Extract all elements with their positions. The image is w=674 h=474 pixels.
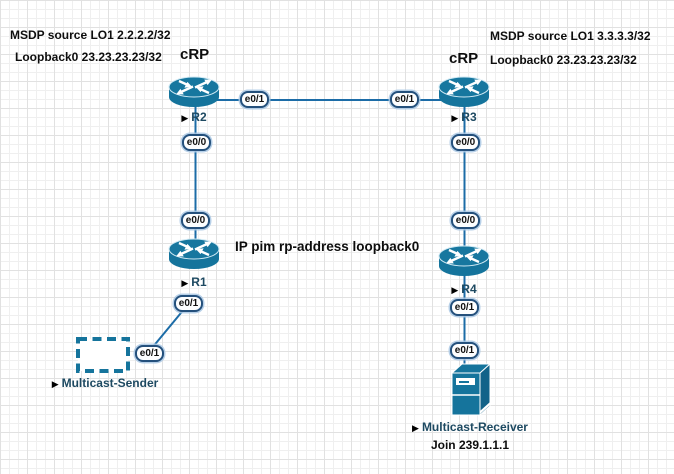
annotation-crp-right[interactable]: cRP — [449, 50, 479, 67]
annotation-crp-left[interactable]: cRP — [180, 46, 210, 63]
multicast-sender-icon[interactable] — [74, 335, 132, 375]
annotation-msdp-left[interactable]: MSDP source LO1 2.2.2.2/32 — [10, 28, 171, 42]
node-name: Multicast-Sender — [61, 376, 159, 390]
interface-pill-r1-e00[interactable]: e0/0 — [181, 212, 210, 229]
node-name: R1 — [191, 275, 207, 289]
router-icon-r2[interactable] — [168, 75, 220, 109]
node-name: R4 — [461, 282, 477, 296]
node-label-r4[interactable]: ▶R4 — [438, 282, 490, 296]
node-label-r1[interactable]: ▶R1 — [168, 275, 220, 289]
annotation-loopback-right[interactable]: Loopback0 23.23.23.23/32 — [490, 53, 637, 67]
play-marker-icon: ▶ — [451, 113, 459, 123]
interface-pill-r3-e00[interactable]: e0/0 — [451, 134, 480, 151]
interface-label: e0/1 — [139, 347, 160, 359]
node-label-r2[interactable]: ▶R2 — [168, 110, 220, 124]
interface-label: e0/1 — [454, 301, 475, 313]
router-icon-r4[interactable] — [438, 244, 490, 278]
play-marker-icon: ▶ — [451, 285, 459, 295]
play-marker-icon: ▶ — [181, 113, 189, 123]
interface-pill-sender-e01[interactable]: e0/1 — [135, 345, 164, 362]
interface-pill-r2-e01[interactable]: e0/1 — [240, 91, 269, 108]
interface-label: e0/0 — [455, 214, 476, 226]
annotation-join-group[interactable]: Join 239.1.1.1 — [430, 438, 510, 452]
router-icon-r1[interactable] — [168, 237, 220, 271]
node-name: Multicast-Receiver — [421, 420, 528, 434]
multicast-receiver-icon[interactable] — [449, 362, 493, 418]
interface-label: e0/1 — [178, 297, 199, 309]
interface-pill-r3-e01[interactable]: e0/1 — [390, 91, 419, 108]
interface-pill-recv-e01[interactable]: e0/1 — [450, 342, 479, 359]
interface-label: e0/1 — [394, 93, 415, 105]
router-icon-r3[interactable] — [438, 75, 490, 109]
node-name: R2 — [191, 110, 207, 124]
annotation-loopback-left[interactable]: Loopback0 23.23.23.23/32 — [15, 50, 162, 64]
interface-label: e0/1 — [244, 93, 265, 105]
play-marker-icon: ▶ — [51, 379, 59, 389]
node-label-sender[interactable]: ▶Multicast-Sender — [30, 376, 180, 390]
interface-label: e0/0 — [186, 136, 207, 148]
interface-label: e0/1 — [454, 344, 475, 356]
node-label-r3[interactable]: ▶R3 — [438, 110, 490, 124]
annotation-pim-rp[interactable]: IP pim rp-address loopback0 — [235, 239, 420, 254]
node-name: R3 — [461, 110, 477, 124]
play-marker-icon: ▶ — [412, 423, 419, 433]
node-label-receiver[interactable]: ▶Multicast-Receiver — [395, 420, 545, 434]
interface-pill-r4-e00[interactable]: e0/0 — [451, 212, 480, 229]
interface-pill-r4-e01[interactable]: e0/1 — [450, 299, 479, 316]
interface-pill-r1-e01[interactable]: e0/1 — [174, 295, 203, 312]
interface-label: e0/0 — [455, 136, 476, 148]
annotation-msdp-right[interactable]: MSDP source LO1 3.3.3.3/32 — [490, 29, 651, 43]
interface-label: e0/0 — [185, 214, 206, 226]
play-marker-icon: ▶ — [181, 278, 189, 288]
interface-pill-r2-e00[interactable]: e0/0 — [182, 134, 211, 151]
